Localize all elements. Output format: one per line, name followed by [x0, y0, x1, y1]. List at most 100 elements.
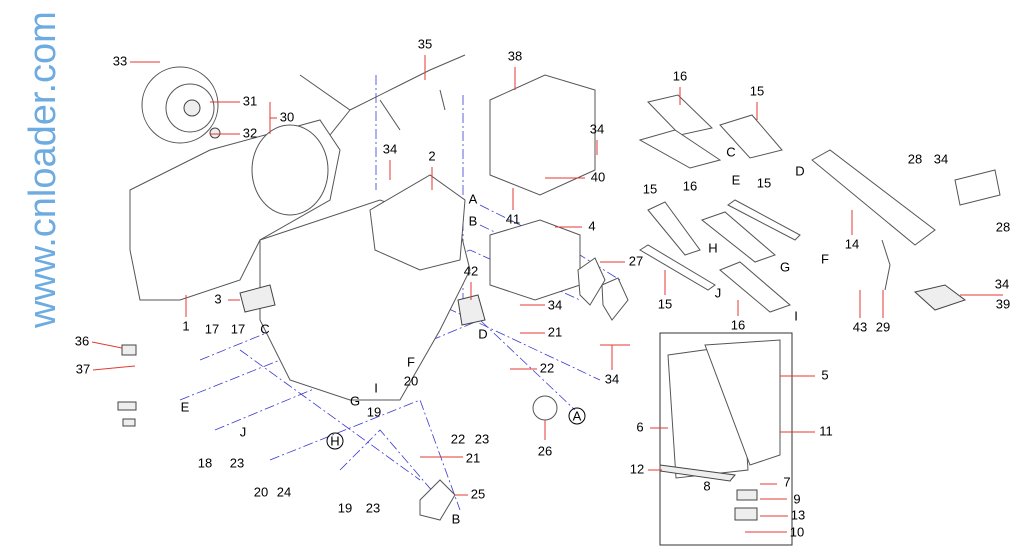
callout-label: 34	[548, 297, 562, 312]
seal-15d	[639, 244, 716, 291]
callout-label: 19	[338, 500, 352, 515]
connector-36	[121, 344, 137, 356]
callout-label: 42	[464, 263, 478, 278]
callout-label: 21	[548, 324, 562, 339]
callout-label: 18	[198, 455, 212, 470]
door-16c	[719, 261, 791, 313]
wire-harness-35	[299, 54, 466, 136]
seal-12	[659, 464, 736, 482]
callout-label: J	[715, 285, 722, 300]
bracket-25	[419, 479, 456, 521]
mode-case-4	[489, 219, 581, 301]
callout-label: F	[407, 354, 415, 369]
callout-label: 40	[591, 169, 605, 184]
sensor-29	[881, 239, 891, 291]
callout-label: 15	[757, 175, 771, 190]
callout-label: 29	[876, 319, 890, 334]
callout-label: 12	[630, 461, 644, 476]
evaporator-case-38	[489, 74, 596, 196]
callout-label: 26	[538, 443, 552, 458]
callout-label: 31	[243, 93, 257, 108]
callout-label: I	[794, 308, 798, 323]
callout-label: G	[780, 259, 790, 274]
callout-label: 9	[793, 491, 800, 506]
seal-15c	[727, 199, 801, 241]
watermark: www.cnloader.com	[22, 11, 64, 329]
duct-28	[954, 169, 1001, 206]
callout-label: 17	[205, 321, 219, 336]
evaporator-frame	[659, 332, 793, 546]
callout-label: A	[573, 408, 582, 423]
heater-core-14	[811, 149, 936, 246]
callout-label: I	[374, 380, 378, 395]
leader-lines	[91, 55, 1003, 533]
callout-label: D	[478, 326, 487, 341]
callout-label: 33	[113, 53, 127, 68]
seal-5	[704, 339, 781, 466]
callout-label: 10	[790, 524, 804, 539]
callout-label: 34	[383, 141, 397, 156]
resistor-32	[209, 127, 221, 139]
callout-label: E	[732, 172, 741, 187]
actuator-26	[532, 395, 558, 421]
callout-label: 22	[451, 431, 465, 446]
callout-label: 1	[182, 318, 189, 333]
callout-label: 6	[636, 419, 643, 434]
door-16b	[647, 201, 701, 256]
cover-15a	[719, 114, 783, 159]
callout-label: 23	[475, 431, 489, 446]
part-e1	[117, 401, 137, 411]
callout-label: 20	[404, 373, 418, 388]
callout-label: 16	[683, 178, 697, 193]
callout-label: 37	[76, 361, 90, 376]
callout-label: 34	[995, 276, 1009, 291]
callout-label: 20	[254, 484, 268, 499]
callout-label: 15	[658, 296, 672, 311]
valve-9	[736, 489, 758, 501]
callout-label: 15	[643, 181, 657, 196]
pad-39	[913, 284, 967, 311]
callout-label: 24	[277, 484, 291, 499]
callout-label: 5	[821, 367, 828, 382]
callout-label: 34	[605, 371, 619, 386]
callout-label: 2	[428, 148, 435, 163]
callout-labels: 33 35 38 16 15 31 30 32 34 C D 34 2 40 1…	[75, 36, 1010, 539]
callout-label: B	[452, 511, 461, 526]
callout-label: 7	[783, 474, 790, 489]
part-e2	[122, 418, 136, 427]
callout-label: G	[350, 393, 360, 408]
callout-label: 21	[466, 450, 480, 465]
callout-label: 13	[791, 507, 805, 522]
callout-label: 23	[230, 455, 244, 470]
callout-label: 15	[750, 83, 764, 98]
actuator-27a	[577, 257, 606, 306]
callout-label: F	[821, 251, 829, 266]
callout-label: 39	[996, 296, 1010, 311]
callout-label: 25	[471, 486, 485, 501]
callout-label: B	[469, 213, 478, 228]
callout-label: 32	[243, 125, 257, 140]
callout-label: 43	[853, 319, 867, 334]
callout-label: 38	[508, 48, 522, 63]
door-g	[700, 211, 776, 263]
callout-label: 8	[703, 478, 710, 493]
case-half-2	[369, 174, 466, 271]
callout-label: 17	[231, 321, 245, 336]
callout-label: 19	[367, 404, 381, 419]
callout-label: 34	[590, 121, 604, 136]
callout-label: 11	[819, 423, 833, 438]
callout-label: E	[181, 399, 190, 414]
blower-motor	[141, 66, 219, 144]
filter-15b	[638, 129, 722, 169]
callout-label: J	[240, 424, 247, 439]
part-13	[734, 507, 758, 521]
callout-label: 34	[934, 151, 948, 166]
callout-label: 36	[75, 333, 89, 348]
cover-16a	[647, 94, 714, 136]
callout-label: H	[708, 240, 717, 255]
callout-label: 30	[280, 109, 294, 124]
callout-label: 3	[214, 291, 221, 306]
callout-label: 16	[673, 68, 687, 83]
callout-label: 16	[731, 317, 745, 332]
